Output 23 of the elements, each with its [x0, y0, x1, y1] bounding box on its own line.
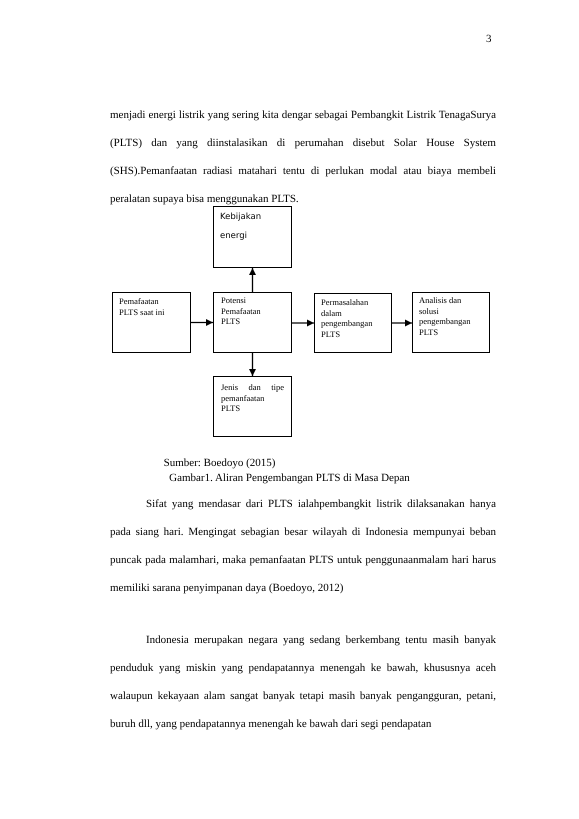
arrow [191, 319, 213, 326]
source-note: Sumber: Boedoyo (2015) [162, 456, 276, 471]
process-box [213, 376, 292, 437]
box-text: Jenis dan tipe pemanfaatan PLTS [221, 382, 284, 414]
arrow [292, 320, 314, 326]
process-box [213, 206, 292, 268]
box-text: Kebijakan energi [220, 211, 262, 243]
figure-caption: Gambar1. Aliran Pengembangan PLTS di Masa Depan [168, 471, 411, 486]
box-text: Analisis dan solusi pengembangan PLTS [419, 295, 472, 337]
arrow [249, 268, 256, 292]
box-text: Potensi Pemafaatan PLTS [221, 295, 262, 326]
page-number: 3 [486, 32, 492, 46]
process-box [112, 292, 191, 353]
process-box [314, 293, 392, 353]
paragraph: Indonesia merupakan negara yang sedang berkembang tentu masih banyak penduduk yang miskin yang pendapatannya menengah ke bawah, khususnya aceh walaupun kekayaan alam sangat banyak tetapi masih banyak pengangguran, petani, buruh dll, yang pendapatannya menengah ke bawah dari segi pendapatan [110, 633, 496, 732]
box-text: Permasalahan dalam pengembangan PLTS [321, 297, 374, 339]
box-text: Pemafaatan PLTS saat ini [119, 296, 166, 317]
paragraph: Sifat yang mendasar dari PLTS ialahpembangkit listrik dilaksanakan hanya pada siang hari. Mengingat sebagian besar wilayah di Indonesia mempunyai beban puncak pada malamhari, maka pemanfaatan PLTS untuk penggunaanmalam hari harus memiliki sarana penyimpanan daya (Boedoyo, 2012) [110, 497, 496, 596]
process-box [213, 292, 292, 353]
paragraph: menjadi energi listrik yang sering kita dengar sebagai Pembangkit Listrik TenagaSurya (PLTS) dan yang diinstalasikan di perumahan disebut Solar House System (SHS).Pemanfaatan radiasi matahari tentu di perlukan modal atau biaya membeli peralatan supaya bisa menggunakan PLTS. [110, 108, 496, 207]
process-box [412, 292, 490, 353]
arrow [249, 353, 256, 376]
arrow [392, 320, 412, 326]
